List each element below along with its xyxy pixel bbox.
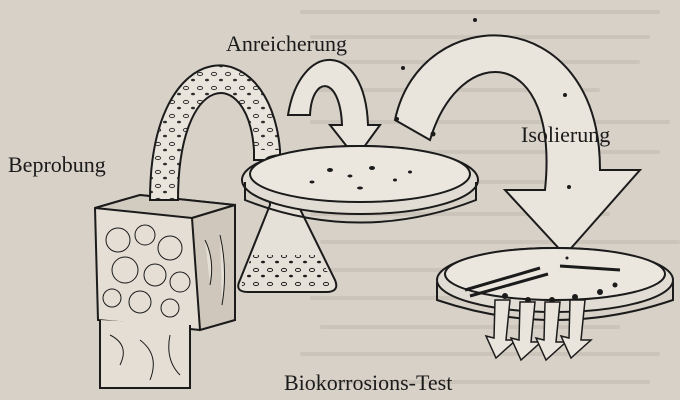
petri-dish-enrichment-icon [242, 146, 478, 223]
soil-sample-block-icon [95, 195, 235, 388]
label-biokorrosions-test: Biokorrosions-Test [284, 372, 452, 394]
label-beprobung: Beprobung [8, 154, 106, 176]
enrichment-arrow-icon [288, 60, 380, 158]
label-isolierung: Isolierung [521, 124, 610, 146]
label-anreicherung: Anreicherung [226, 33, 347, 55]
